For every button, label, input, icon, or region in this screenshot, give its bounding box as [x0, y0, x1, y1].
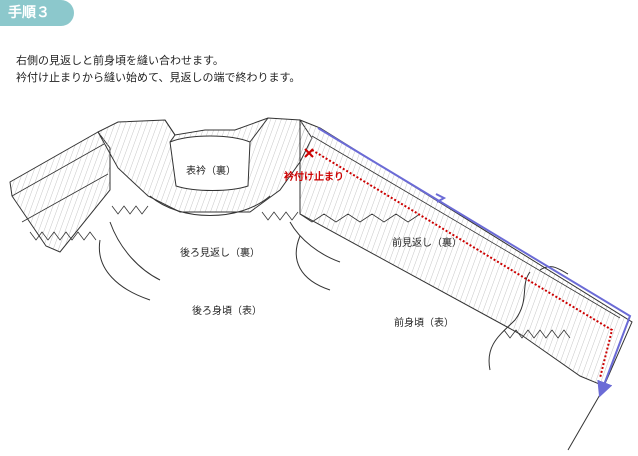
label-back-body: 後ろ身頃（表） — [192, 304, 262, 317]
label-front-body: 前身頃（表） — [394, 316, 454, 329]
label-back-facing: 後ろ見返し（裏） — [180, 246, 260, 259]
left-shoulder-band — [9, 131, 111, 253]
instruction-line-1: 右側の見返しと前身頃を縫い合わせます。 — [16, 54, 224, 67]
step-badge: 手順３ — [0, 0, 74, 26]
back-body-outline — [98, 221, 341, 301]
label-front-facing: 前見返し（裏） — [392, 236, 462, 249]
instructions: 右側の見返しと前身頃を縫い合わせます。 衿付け止まりから縫い始めて、見返しの端で… — [16, 52, 300, 86]
front-facing-band — [299, 119, 633, 451]
label-outer-collar: 表衿（裏） — [186, 164, 236, 177]
stop-point-mark — [304, 148, 314, 158]
stitch-line — [311, 149, 614, 379]
sewing-direction-arrow — [317, 127, 632, 398]
mid-arrow-head-1 — [435, 193, 447, 203]
label-stop-point: 衿付け止まり — [284, 170, 344, 183]
instruction-line-2: 衿付け止まりから縫い始めて、見返しの端で終わります。 — [16, 71, 301, 84]
